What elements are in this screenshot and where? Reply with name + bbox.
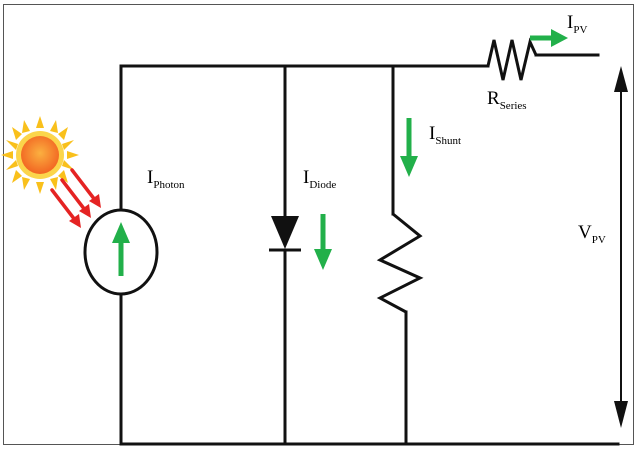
shunt-current-arrow	[400, 118, 418, 177]
label-i-shunt-sub: Shunt	[435, 135, 462, 147]
wires	[119, 53, 620, 446]
label-i-pv-main: I	[567, 12, 574, 33]
label-r-series-main: R	[487, 88, 500, 109]
diode-current-arrow	[314, 214, 332, 270]
label-i-pv: IPV	[567, 12, 587, 36]
label-i-shunt-main: I	[429, 123, 436, 144]
label-i-shunt: IShunt	[429, 123, 461, 147]
label-i-pv-sub: PV	[573, 24, 588, 36]
label-i-photon: IPhoton	[147, 167, 185, 191]
label-i-photon-main: I	[147, 167, 154, 188]
shunt-resistor	[376, 212, 424, 314]
label-i-photon-sub: Photon	[153, 179, 185, 191]
label-v-pv-main: V	[578, 222, 592, 243]
label-i-diode: IDiode	[303, 167, 336, 191]
label-r-series: RSeries	[487, 88, 527, 112]
label-v-pv: VPV	[578, 222, 606, 246]
series-resistor	[486, 37, 538, 81]
label-r-series-sub: Series	[499, 100, 527, 112]
label-v-pv-sub: PV	[591, 234, 606, 246]
voltage-arrow	[614, 66, 628, 428]
pv-current-arrow	[530, 29, 568, 47]
diode-symbol	[269, 216, 301, 252]
current-source-arrow	[112, 222, 130, 276]
label-i-diode-sub: Diode	[309, 179, 337, 191]
label-i-diode-main: I	[303, 167, 310, 188]
sun-icon	[1, 116, 79, 194]
light-rays-icon	[50, 168, 101, 228]
